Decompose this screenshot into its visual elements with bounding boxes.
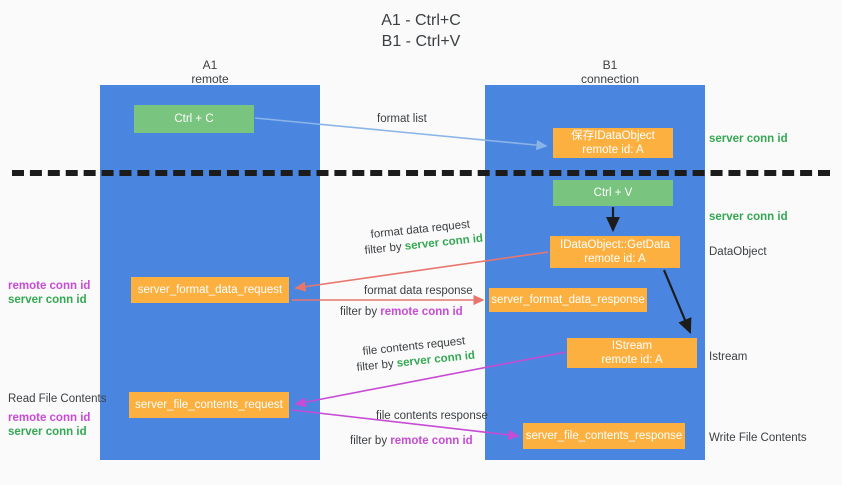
filter-prefix: filter by	[356, 357, 398, 374]
right-label-write-file-contents: Write File Contents	[709, 432, 807, 444]
remote-conn-id-value: remote conn id	[380, 306, 463, 318]
right-label-server-conn-id-top: server conn id	[709, 133, 788, 145]
label-file-contents-response: file contents response	[376, 410, 488, 422]
label-file-contents-response-filter: filter by remote conn id	[350, 434, 473, 449]
box-server-file-contents-response[interactable]: server_file_contents_response	[523, 423, 685, 449]
box-ctrl-c[interactable]: Ctrl + C	[134, 105, 254, 133]
box-save-idataobject[interactable]: 保存IDataObject remote id: A	[553, 128, 673, 158]
right-label-server-conn-id-mid: server conn id	[709, 211, 788, 223]
remote-conn-id-value: remote conn id	[390, 435, 473, 447]
phase-divider	[12, 170, 830, 176]
box-ctrl-v[interactable]: Ctrl + V	[553, 180, 673, 206]
box-server-format-data-request[interactable]: server_format_data_request	[131, 277, 289, 303]
box-server-file-contents-request[interactable]: server_file_contents_request	[129, 392, 289, 418]
label-format-data-response-filter: filter by remote conn id	[340, 305, 463, 320]
column-header-a1: A1 remote	[191, 58, 229, 86]
filter-prefix: filter by	[340, 306, 381, 318]
box-server-format-data-response[interactable]: server_format_data_response	[489, 288, 647, 312]
left-label-conn-ids-bottom: remote conn id server conn id	[8, 411, 90, 439]
server-conn-id-label: server conn id	[8, 426, 87, 438]
box-idataobject-getdata[interactable]: IDataObject::GetData remote id: A	[550, 236, 680, 268]
label-format-data-response: format data response	[364, 285, 473, 297]
right-label-dataobject: DataObject	[709, 246, 767, 258]
box-istream[interactable]: IStream remote id: A	[567, 338, 697, 368]
left-label-read-file-contents: Read File Contents	[8, 393, 107, 405]
filter-prefix: filter by	[364, 240, 406, 257]
column-header-b1: B1 connection	[580, 58, 640, 86]
remote-conn-id-label: remote conn id	[8, 412, 91, 424]
server-conn-id-label: server conn id	[8, 294, 87, 306]
page-title: A1 - Ctrl+C B1 - Ctrl+V	[381, 12, 461, 50]
remote-conn-id-label: remote conn id	[8, 280, 91, 292]
filter-prefix: filter by	[350, 435, 391, 447]
left-label-conn-ids-top: remote conn id server conn id	[8, 279, 90, 307]
label-format-list: format list	[377, 113, 427, 125]
right-label-istream: Istream	[709, 351, 748, 363]
